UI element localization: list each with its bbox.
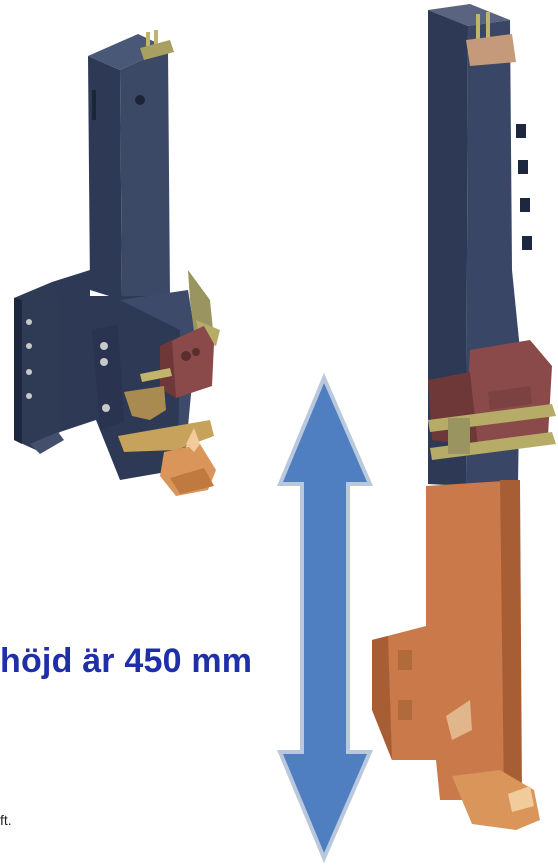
footnote-text: ft. xyxy=(0,812,12,828)
height-caption: höjd är 450 mm xyxy=(0,642,253,680)
